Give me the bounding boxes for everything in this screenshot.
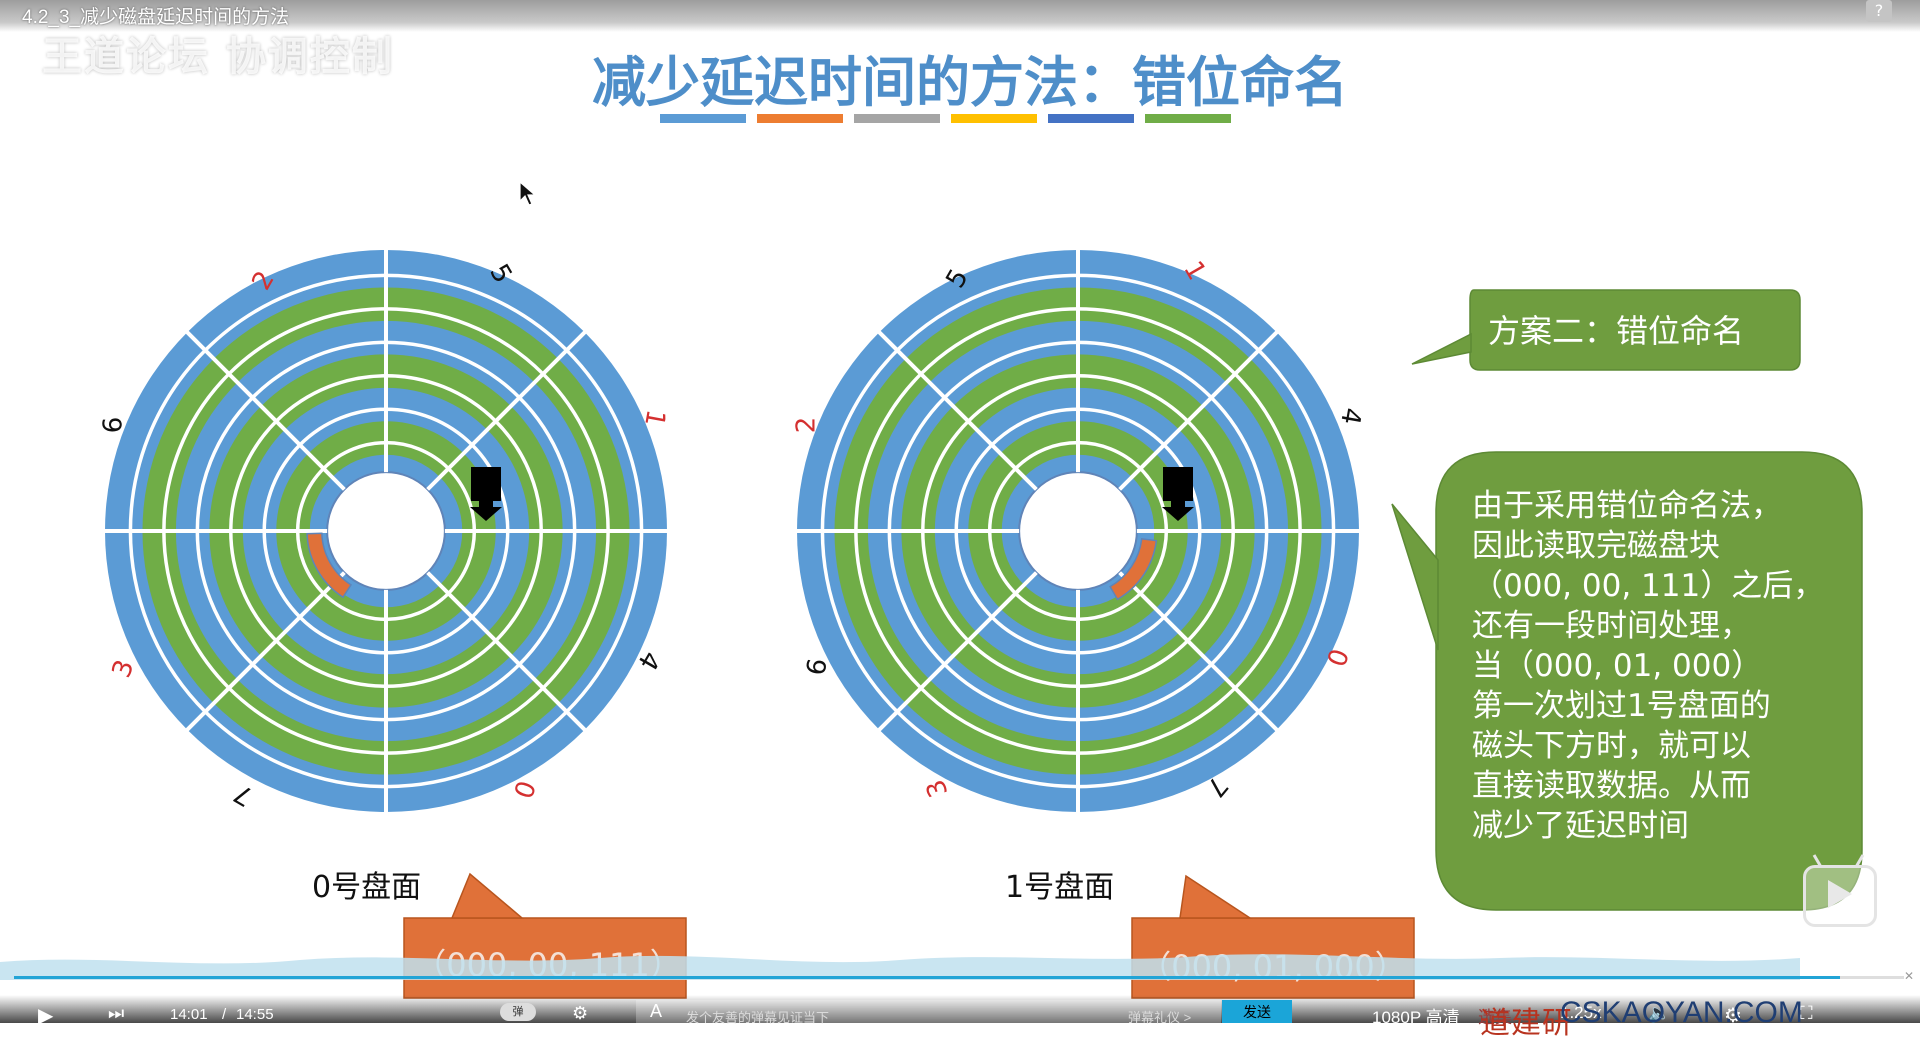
play-icon[interactable]: ▶: [38, 1005, 54, 1027]
title-color-bar: [1048, 114, 1134, 123]
callout-explanation-tail: [1391, 503, 1439, 651]
explanation-line: 减少了延迟时间: [1472, 808, 1689, 844]
callout-scheme-text: 方案二：错位命名: [1488, 312, 1745, 350]
volume-icon[interactable]: 🔈: [1648, 1003, 1671, 1023]
progress-fill: [14, 976, 1840, 979]
slide-title: 减少延迟时间的方法：错位命名: [592, 50, 1348, 114]
explanation-line: 磁头下方时，就可以: [1472, 728, 1751, 764]
highlighted-sector: [306, 532, 353, 599]
play-triangle-icon: [1828, 880, 1852, 908]
quality-button[interactable]: 1080P 高清: [1372, 1008, 1460, 1027]
address-tail-0: [450, 872, 525, 919]
video-title-bar: 4.2_3_减少磁盘延迟时间的方法 ?: [0, 0, 1920, 32]
mouse-cursor-icon: [519, 181, 537, 206]
sector-divider: [185, 330, 346, 491]
sector-number: 0: [507, 776, 541, 802]
explanation-line: 直接读取数据。从而: [1472, 768, 1751, 804]
explanation-line: 由于采用错位命名法，: [1472, 488, 1782, 524]
explanation-line: 还有一段时间处理，: [1472, 608, 1751, 644]
bilibili-play-icon[interactable]: [1803, 854, 1877, 927]
callout-scheme-bubble: [1469, 289, 1801, 371]
sector-number: 3: [921, 775, 955, 801]
speed-button[interactable]: 1.25x: [1560, 1003, 1602, 1022]
explanation-line: 第一次划过1号盘面的: [1472, 688, 1771, 724]
fullscreen-icon[interactable]: ⛶: [1800, 1003, 1813, 1023]
address-tail-1: [1179, 874, 1253, 919]
send-button[interactable]: 发送: [1222, 1000, 1292, 1023]
player-control-bar: ▶ ⏭ 14:01 / 14:55 弹 ⚙ A 发个友善的弹幕见证当下 弹幕礼仪…: [0, 995, 1920, 1027]
time-total: 14:55: [236, 1006, 274, 1023]
read-head-arrow-icon: [1162, 507, 1194, 521]
title-color-bars: [660, 114, 1260, 124]
callout-explanation-bubble: [1435, 451, 1863, 911]
video-title: 4.2_3_减少磁盘延迟时间的方法: [22, 7, 290, 28]
time-current: 14:01: [170, 1006, 208, 1023]
platter-1-label: 1号盘面: [1005, 870, 1115, 905]
sector-number: 1: [638, 407, 670, 429]
sector-divider: [185, 571, 346, 732]
sector-number: 3: [107, 656, 141, 682]
read-head-stem: [1171, 501, 1185, 507]
sector-number: 2: [792, 417, 822, 434]
sector-number: 0: [1320, 644, 1354, 670]
sector-number: 7: [229, 777, 258, 811]
danmaku-settings-icon[interactable]: ⚙: [572, 1003, 589, 1023]
sector-divider: [426, 571, 587, 732]
settings-icon[interactable]: ⚙: [1724, 1005, 1742, 1027]
sector-divider: [1118, 330, 1279, 491]
help-icon[interactable]: ?: [1866, 0, 1892, 22]
spindle-hole: [326, 471, 446, 591]
danmaku-style-icon[interactable]: A: [650, 1001, 663, 1021]
read-head-stem: [479, 501, 493, 507]
sector-divider: [877, 330, 1038, 491]
sector-number: 6: [801, 656, 833, 678]
read-head: [1163, 467, 1193, 501]
title-color-bar: [757, 114, 843, 123]
callout-explanation-text: 由于采用错位命名法， 因此读取完磁盘块 （000, 00, 111）之后， 还有一段时…: [1472, 486, 1872, 846]
time-separator: /: [222, 1006, 227, 1023]
title-color-bar: [951, 114, 1037, 123]
bottom-logo-en: CSKAOYAN.COM: [1560, 996, 1803, 1029]
progress-bar[interactable]: ✕: [14, 969, 1914, 983]
danmaku-input-placeholder[interactable]: 发个友善的弹幕见证当下: [686, 1010, 830, 1025]
title-color-bar: [660, 114, 746, 123]
sector-divider: [1118, 571, 1279, 732]
title-color-bar: [1145, 114, 1231, 123]
highlighted-sector: [1109, 537, 1158, 601]
read-head: [471, 467, 501, 501]
next-icon[interactable]: ⏭: [108, 1003, 125, 1023]
platter-0-label: 0号盘面: [312, 870, 422, 905]
danmaku-wave-decoration: [0, 954, 1800, 980]
title-color-bar: [854, 114, 940, 123]
episodes-button[interactable]: 选集: [1478, 1008, 1512, 1027]
callout-scheme-tail: [1411, 332, 1472, 365]
explanation-line: （000, 00, 111）之后，: [1472, 568, 1825, 604]
explanation-line: 因此读取完磁盘块: [1472, 528, 1720, 564]
watermark-logo: 王道论坛 协调控制: [42, 34, 394, 80]
progress-end-icon: ✕: [1904, 969, 1915, 983]
sector-number: 6: [99, 417, 129, 434]
sector-divider: [877, 571, 1038, 732]
danmaku-toggle[interactable]: 弹: [500, 1003, 536, 1021]
explanation-line: 当（000, 01, 000）: [1472, 648, 1763, 684]
sector-number: 4: [1334, 405, 1366, 427]
sector-divider: [426, 330, 587, 491]
danmaku-input[interactable]: [636, 1000, 1221, 1023]
read-head-arrow-icon: [470, 507, 502, 521]
danmaku-etiquette-link[interactable]: 弹幕礼仪 >: [1128, 1010, 1192, 1025]
spindle-hole: [1018, 471, 1138, 591]
